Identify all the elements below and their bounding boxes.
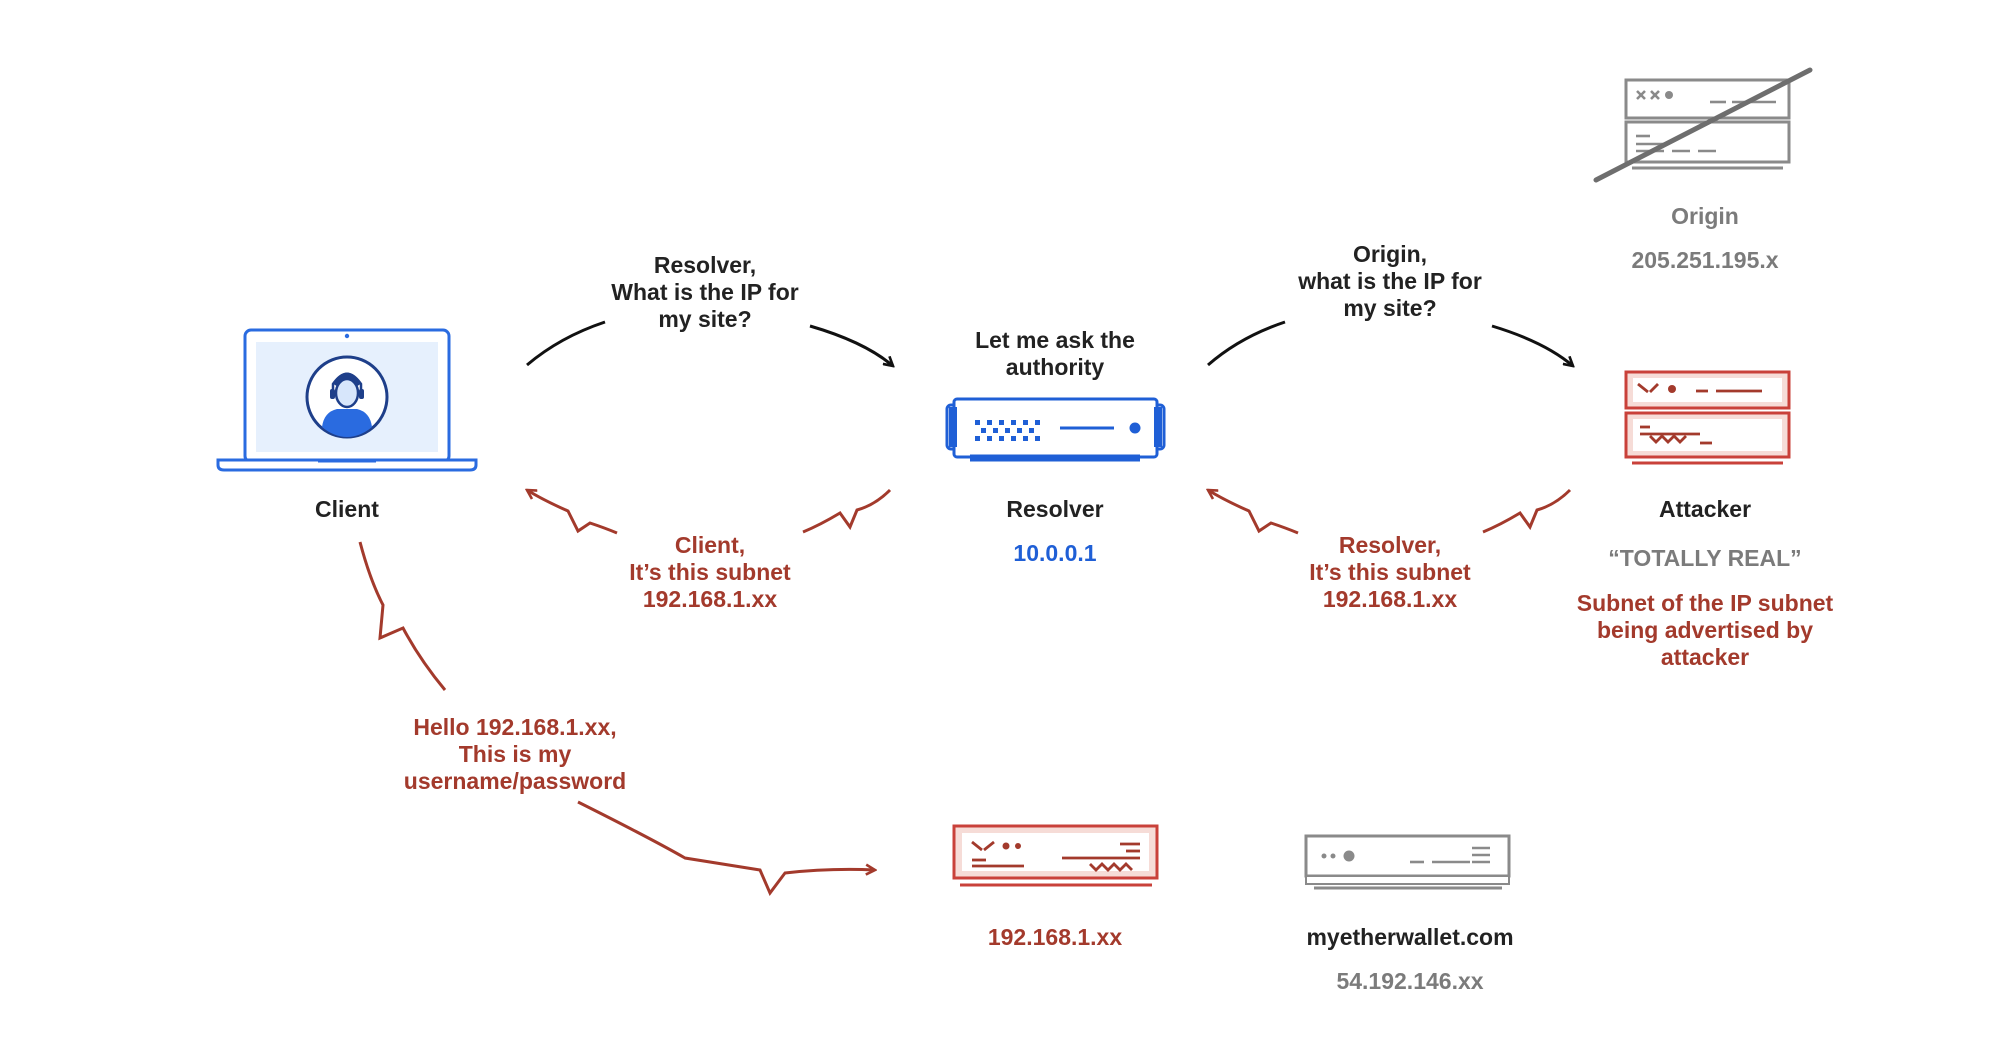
real-site-label: myetherwallet.com	[1306, 924, 1514, 950]
credentials-arrow-client-to-fake-server	[358, 541, 875, 896]
malicious-server-icon	[952, 824, 1159, 887]
resolver-response-message: Client, It’s this subnet 192.168.1.xx	[629, 532, 791, 612]
resolver-query-message: Resolver, What is the IP for my site?	[611, 252, 799, 332]
attacker-tag: “TOTALLY REAL”	[1608, 545, 1802, 571]
resolver-label: Resolver	[1006, 496, 1104, 522]
attacker-response-message: Resolver, It’s this subnet 192.168.1.xx	[1309, 532, 1471, 612]
attacker-note: Subnet of the IP subnet being advertised…	[1576, 590, 1834, 670]
laptop-icon	[216, 328, 478, 472]
request-arrow-client-to-resolver	[526, 320, 893, 366]
real-site-ip: 54.192.146.xx	[1336, 968, 1484, 994]
origin-ip: 205.251.195.x	[1631, 247, 1779, 273]
attacker-server-icon	[1624, 370, 1791, 465]
response-arrow-attacker-to-resolver	[1208, 490, 1572, 535]
user-avatar-icon	[305, 355, 389, 439]
request-arrow-resolver-to-origin	[1207, 320, 1573, 366]
credentials-message: Hello 192.168.1.xx, This is my username/…	[403, 714, 627, 794]
origin-server-icon	[1593, 67, 1813, 183]
resolver-ip: 10.0.0.1	[1013, 540, 1097, 566]
fake-server-ip: 192.168.1.xx	[987, 924, 1123, 950]
resolver-note: Let me ask the authority	[975, 327, 1135, 380]
attacker-label: Attacker	[1658, 496, 1752, 522]
response-arrow-resolver-to-client	[527, 490, 892, 535]
origin-label: Origin	[1671, 203, 1739, 229]
legitimate-server-icon	[1304, 834, 1511, 890]
client-label: Client	[315, 496, 379, 522]
origin-query-message: Origin, what is the IP for my site?	[1298, 241, 1482, 321]
resolver-server-icon	[945, 397, 1166, 462]
